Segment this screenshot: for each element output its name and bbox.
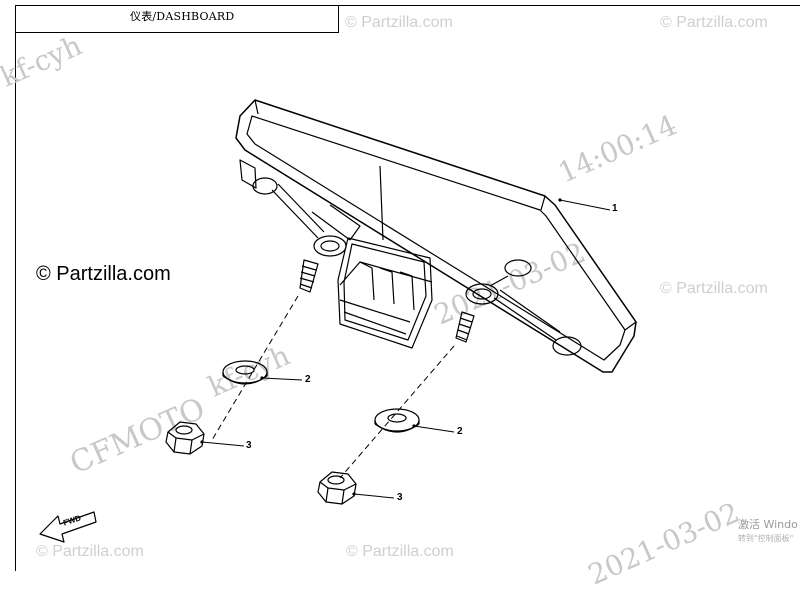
callout-2: 2 (305, 374, 311, 385)
leader-line (261, 377, 303, 381)
leader-line (559, 199, 611, 211)
leader-line (201, 441, 245, 447)
fwd-arrow-icon (39, 511, 97, 543)
diagram-stage: 仪表/DASHBOARD © Partzilla.com © Partzilla… (0, 5, 800, 592)
leader-line (353, 493, 395, 499)
nut-right (317, 471, 357, 505)
callout-3: 3 (246, 440, 252, 451)
leader-line (413, 425, 455, 433)
page-title: 仪表/DASHBOARD (130, 10, 235, 23)
watermark-text: © Partzilla.com (346, 543, 454, 560)
dashboard-unit (235, 99, 637, 373)
callout-1: 1 (612, 203, 618, 214)
watermark-text: © Partzilla.com (36, 543, 144, 560)
title-box (15, 5, 339, 33)
watermark-text: © Partzilla.com (345, 14, 453, 31)
frame-left-border (15, 5, 16, 571)
nut-left (165, 421, 205, 455)
exploded-diagram (39, 99, 637, 543)
watermark-text: © Partzilla.com (660, 280, 768, 297)
windows-activate-subtext: 转到"控制面板" (738, 534, 794, 543)
windows-activate-text: 激活 Windo (738, 518, 798, 531)
copyright-text: © Partzilla.com (36, 263, 171, 285)
callout-3: 3 (397, 492, 403, 503)
stud-left (299, 259, 319, 293)
watermark-text: © Partzilla.com (660, 14, 768, 31)
frame-top-border (15, 5, 800, 6)
washer-left (222, 360, 268, 385)
assembly-line (339, 345, 455, 479)
washer-right (374, 408, 420, 433)
callout-2: 2 (457, 426, 463, 437)
stud-right (455, 311, 475, 343)
assembly-line (211, 295, 299, 441)
